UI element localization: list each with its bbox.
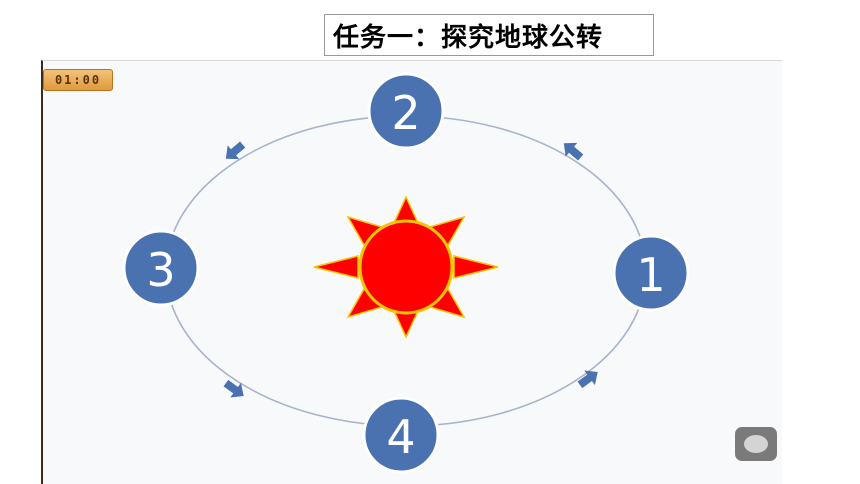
position-label-3: 3 (146, 243, 175, 297)
sun-icon (313, 195, 499, 339)
position-node-1: 1 (612, 234, 690, 312)
record-button[interactable] (735, 427, 777, 461)
record-icon (744, 435, 768, 453)
earth-orbit-diagram: 1 2 3 4 (122, 72, 690, 474)
orbit-direction-arrow-icon (223, 379, 244, 398)
position-node-2: 2 (367, 72, 445, 150)
orbit-direction-arrow-icon (563, 142, 584, 161)
position-node-4: 4 (362, 396, 440, 474)
position-node-3: 3 (122, 229, 200, 307)
title-box: 任务一：探究地球公转 (324, 14, 654, 56)
position-label-4: 4 (386, 410, 415, 464)
orbit-direction-arrow-icon (577, 370, 598, 389)
orbit-direction-arrow-icon (225, 141, 246, 160)
position-label-2: 2 (391, 86, 420, 140)
slide-title: 任务一：探究地球公转 (333, 22, 604, 53)
video-timer: 01:00 (43, 69, 113, 91)
position-label-1: 1 (636, 248, 665, 302)
video-frame[interactable]: 1 2 3 4 01:00 (41, 60, 782, 484)
